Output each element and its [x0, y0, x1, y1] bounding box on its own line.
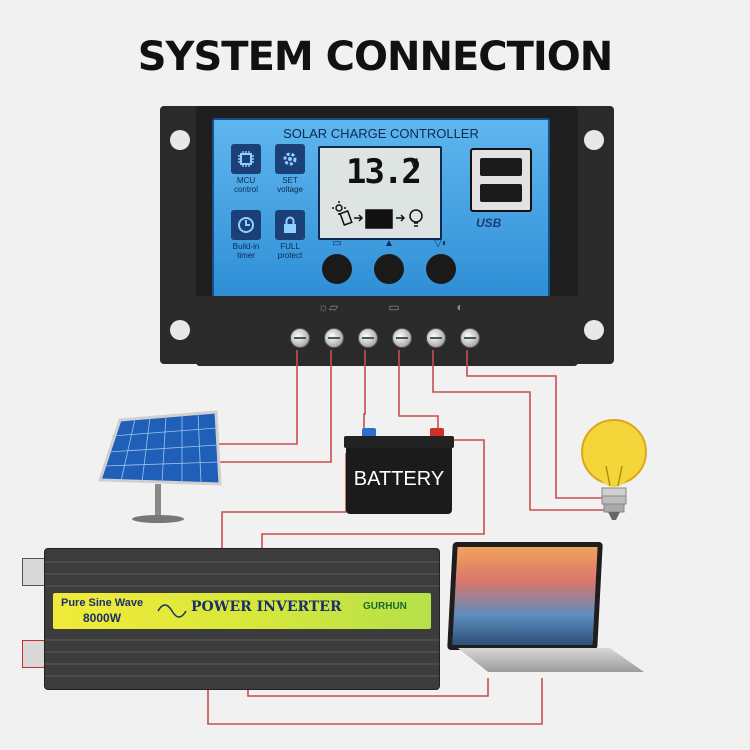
inverter-body: Pure Sine Wave 8000W POWER INVERTER GURH… [44, 548, 440, 690]
wire-solar-negative [210, 350, 332, 463]
terminal-screw[interactable] [460, 328, 480, 348]
battery: BATTERY [344, 426, 454, 514]
feature-build-in-timer: Build-in timer [228, 210, 264, 260]
wire-battery-negative [363, 350, 366, 436]
usb-ports [470, 148, 532, 212]
heat-fin [45, 639, 439, 641]
terminal-screw[interactable] [426, 328, 446, 348]
voltage-unit: V [410, 156, 419, 170]
feature-label: SET [282, 176, 298, 185]
solar-panel-symbol: ☼▱ [317, 300, 339, 314]
light-bulb-icon [581, 419, 647, 520]
wire-load-2 [466, 350, 604, 499]
voltage-readout: 13.2 [346, 152, 422, 192]
battery-label: BATTERY [353, 468, 445, 490]
feature-label: FULL [280, 242, 300, 251]
inverter-series-label: Pure Sine Wave [61, 597, 144, 609]
mounting-hole [170, 320, 190, 340]
feature-label: protect [277, 251, 303, 260]
mounting-hole [170, 130, 190, 150]
mounting-hole [584, 130, 604, 150]
inverter-terminal [22, 558, 46, 586]
battery-lid [344, 436, 454, 448]
laptop-screen [447, 542, 603, 650]
feature-label: MCU [236, 176, 256, 185]
feature-label: voltage [277, 185, 303, 194]
usb-label: USB [476, 216, 502, 230]
feature-label: control [233, 185, 258, 194]
wire-solar-positive [210, 350, 298, 445]
controller-housing: SOLAR CHARGE CONTROLLER MCU control SET … [196, 106, 578, 366]
inverter-brand: GURHUN [363, 601, 407, 612]
warning-icon: ▲ [384, 238, 394, 249]
inverter-terminal [22, 640, 46, 668]
laptop [444, 540, 644, 680]
controller-front-panel: SOLAR CHARGE CONTROLLER MCU control SET … [212, 118, 550, 298]
power-inverter: Pure Sine Wave 8000W POWER INVERTER GURH… [22, 548, 440, 690]
battery-mode-icon: ▭ [332, 238, 342, 249]
load-symbol: ◐ [456, 300, 464, 314]
energy-flow-icon [332, 201, 423, 229]
terminal-screw[interactable] [358, 328, 378, 348]
controller-button-left[interactable] [322, 254, 352, 284]
wire-load-1 [432, 350, 604, 511]
solar-charge-controller: SOLAR CHARGE CONTROLLER MCU control SET … [160, 106, 614, 366]
feature-full-protect: FULL protect [272, 210, 308, 260]
terminal-screw[interactable] [290, 328, 310, 348]
gear-icon [275, 144, 305, 174]
clock-icon [231, 210, 261, 240]
controller-title: SOLAR CHARGE CONTROLLER [283, 126, 479, 141]
laptop-keyboard-base [457, 648, 644, 672]
usb-slot [480, 158, 522, 176]
wire-battery-positive [398, 350, 439, 436]
heat-fin [45, 585, 439, 587]
controller-button-middle[interactable] [374, 254, 404, 284]
wire-inverter-2 [261, 439, 485, 552]
feature-label: timer [237, 251, 255, 260]
inverter-name: POWER INVERTER [191, 599, 342, 615]
terminal-strip: ☼▱ ▭ ◐ [196, 296, 578, 366]
controller-button-right[interactable] [426, 254, 456, 284]
battery-symbol: ▭ [388, 300, 400, 314]
inverter-wattage: 8000W [83, 611, 122, 625]
sine-wave-icon [157, 604, 187, 618]
mounting-hole [584, 320, 604, 340]
heat-fin [45, 663, 439, 665]
heat-fin [45, 651, 439, 653]
terminal-screw[interactable] [392, 328, 412, 348]
load-mode-icon: ▽◐ [434, 238, 448, 249]
lcd-display: 13.2 V [318, 146, 442, 240]
wire-inverter-1 [221, 453, 360, 552]
heat-fin [45, 561, 439, 563]
wire-laptop-1 [207, 668, 543, 725]
heat-fin [45, 573, 439, 575]
battery-case [346, 448, 452, 514]
chip-icon [231, 144, 261, 174]
feature-label: Build-in [232, 242, 260, 251]
heat-fin [45, 675, 439, 677]
feature-mcu-control: MCU control [228, 144, 264, 194]
page-title: SYSTEM CONNECTION [137, 34, 614, 80]
solar-panel [97, 410, 222, 523]
feature-set-voltage: SET voltage [272, 144, 308, 194]
terminal-screw[interactable] [324, 328, 344, 348]
inverter-label-band: Pure Sine Wave 8000W POWER INVERTER GURH… [53, 593, 431, 629]
usb-slot [480, 184, 522, 202]
lock-icon [275, 210, 305, 240]
